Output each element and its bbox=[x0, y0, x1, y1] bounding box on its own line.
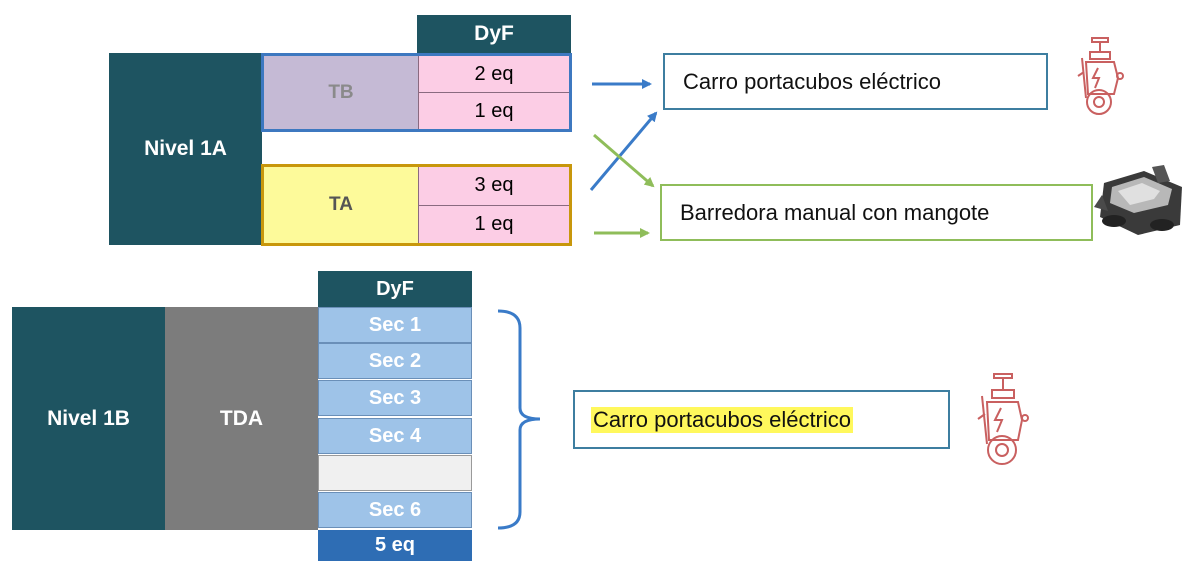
ta-label: TA bbox=[264, 167, 418, 243]
equipment-label: Barredora manual con mangote bbox=[680, 199, 990, 225]
nivel-1a-label: Nivel 1A bbox=[144, 137, 227, 160]
section-cell-empty bbox=[318, 455, 472, 491]
nivel-1b-box: Nivel 1B bbox=[12, 307, 165, 530]
equipment-box-carro: Carro portacubos eléctrico bbox=[663, 53, 1048, 110]
dyf-top-label: DyF bbox=[474, 22, 514, 45]
arrow-tb-to-barredora bbox=[593, 133, 655, 188]
electric-cart-icon bbox=[977, 373, 1029, 465]
arrow-ta-to-carro bbox=[589, 111, 658, 191]
tb-eq-cell: 1 eq bbox=[419, 92, 569, 129]
tda-label: TDA bbox=[219, 406, 264, 430]
equipment-label: Carro portacubos eléctrico bbox=[683, 68, 942, 94]
total-eq-cell: 5 eq bbox=[318, 530, 472, 561]
tb-eq-cell: 2 eq bbox=[474, 62, 514, 85]
nivel-1b-label: Nivel 1B bbox=[47, 406, 130, 430]
section-cell: Sec 4 bbox=[318, 418, 472, 454]
dyf-bottom-label: DyF bbox=[376, 277, 414, 300]
electric-cart-icon bbox=[1077, 37, 1124, 115]
section-cell: Sec 1 bbox=[318, 307, 472, 343]
tda-box: TDA bbox=[165, 307, 318, 530]
tb-eq-column: 2 eq 1 eq bbox=[418, 56, 569, 129]
section-cell: Sec 2 bbox=[318, 343, 472, 379]
nivel-1a-box: Nivel 1A bbox=[109, 53, 262, 245]
section-cell: Sec 6 bbox=[318, 492, 472, 528]
equipment-box-barredora: Barredora manual con mangote bbox=[660, 184, 1093, 241]
equipment-label-highlighted: Carro portacubos eléctrico bbox=[591, 406, 854, 433]
ta-eq-cell: 3 eq bbox=[474, 174, 514, 197]
dyf-header-top: DyF bbox=[417, 15, 571, 53]
ta-eq-cell: 1 eq bbox=[419, 204, 569, 244]
ta-group: TA 3 eq 1 eq bbox=[261, 164, 572, 246]
equipment-box-carro-bottom: Carro portacubos eléctrico bbox=[573, 390, 950, 449]
bracket bbox=[497, 309, 541, 530]
tb-group: TB 2 eq 1 eq bbox=[261, 53, 572, 132]
ta-eq-column: 3 eq 1 eq bbox=[418, 167, 569, 243]
section-cell: Sec 3 bbox=[318, 380, 472, 416]
sweeper-image bbox=[1094, 165, 1182, 235]
tb-label: TB bbox=[264, 56, 418, 129]
dyf-header-bottom: DyF bbox=[318, 271, 472, 307]
